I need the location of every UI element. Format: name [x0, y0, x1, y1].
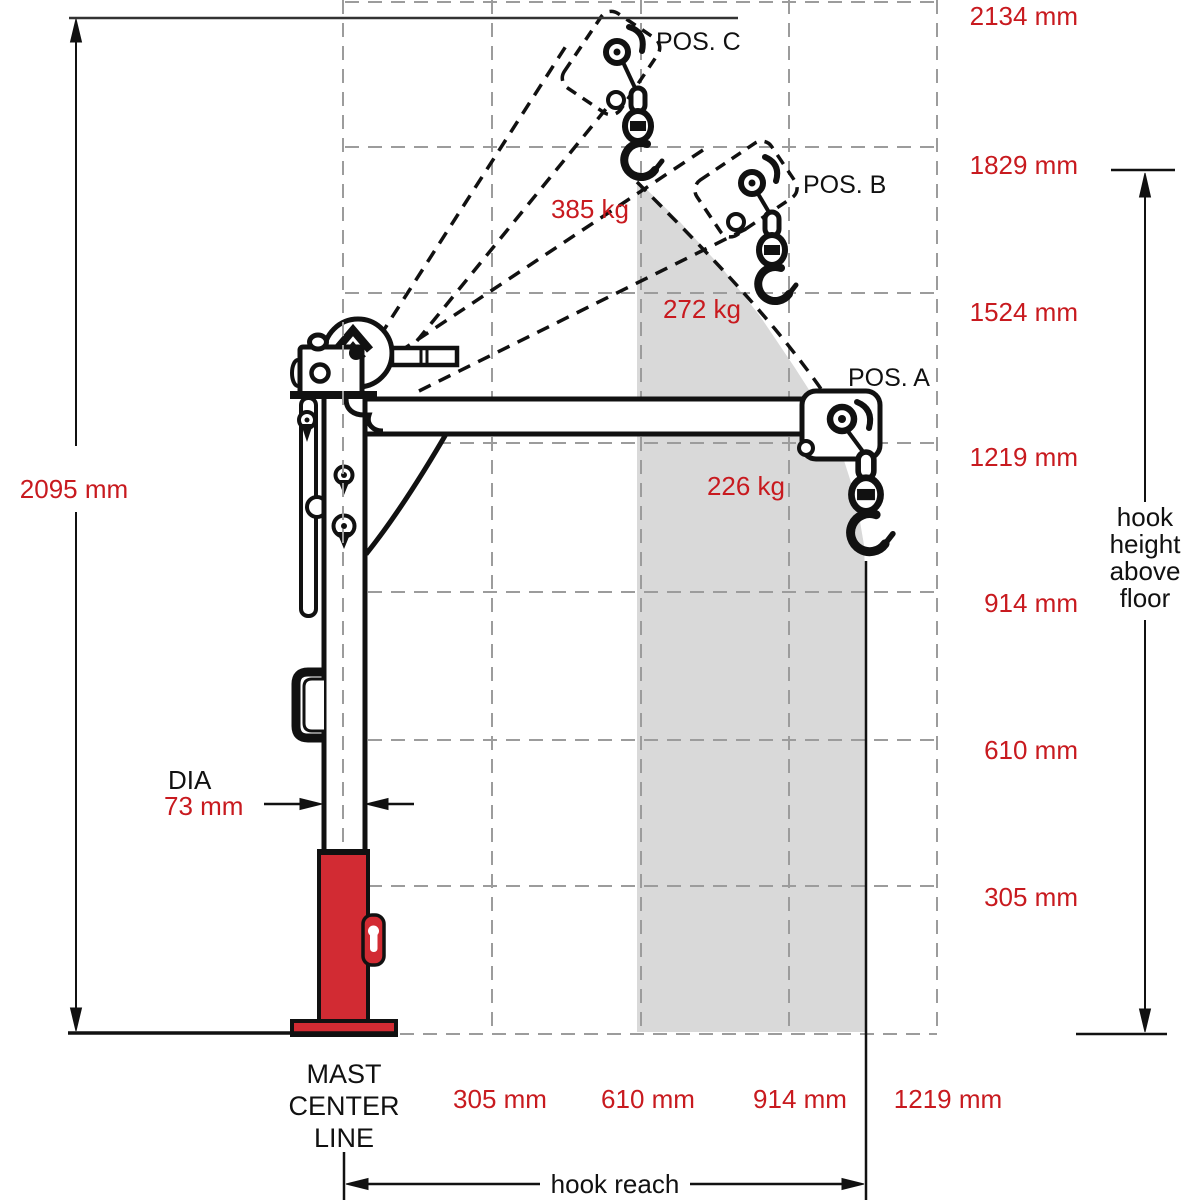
- dimension-lines: [68, 16, 1175, 1200]
- reach-label-1219: 1219 mm: [893, 1084, 1003, 1114]
- hook-reach-label: hook reach: [550, 1169, 680, 1199]
- reach-label-914: 914 mm: [753, 1084, 847, 1114]
- overall-height-label: 2095 mm: [19, 474, 129, 504]
- mast-center-line-label: MAST CENTER LINE: [288, 1059, 400, 1153]
- arrow-down-icon: [1138, 1008, 1152, 1033]
- arrow-down-icon: [69, 1007, 83, 1032]
- height-label-305: 305 mm: [984, 882, 1078, 912]
- hook-icon: [758, 212, 796, 301]
- height-label-1829: 1829 mm: [969, 150, 1078, 180]
- capacity-label-a: 226 kg: [706, 471, 786, 501]
- diameter-dimension: [264, 797, 414, 811]
- height-label-914: 914 mm: [984, 588, 1078, 618]
- winch-handle-shaft: [389, 345, 460, 368]
- arrow-right-icon: [841, 1177, 865, 1191]
- mast-grab-handle: [291, 667, 324, 743]
- boom-tip-pos-b: [693, 139, 802, 301]
- hook-travel-arc: [635, 180, 832, 403]
- diameter-value-label: 73 mm: [164, 791, 244, 821]
- boom-swing-dashed-lines: [378, 45, 832, 403]
- hook-height-dimension: [1076, 168, 1175, 1036]
- position-label-b: POS. B: [803, 171, 887, 199]
- hook-height-note: hook height above floor: [1109, 502, 1181, 613]
- hook-reach-dimension: [342, 1152, 865, 1200]
- arrow-up-icon: [1138, 172, 1152, 198]
- boom-tip-pos-c: [560, 9, 665, 177]
- boom: [334, 396, 810, 437]
- reference-grid: [345, 0, 938, 1035]
- boom-tip-pos-a: [797, 388, 893, 552]
- position-label-a: POS. A: [848, 364, 930, 392]
- position-label-c: POS. C: [656, 28, 741, 56]
- mast-base-red: [317, 851, 370, 1027]
- diameter-prefix-label: DIA: [168, 765, 212, 795]
- arrow-right-icon: [299, 797, 323, 811]
- arrow-left-icon: [345, 1177, 369, 1191]
- mast-gusset: [361, 426, 454, 556]
- bolt-icon: [297, 410, 317, 442]
- overall-height-dimension: [69, 18, 83, 1032]
- height-label-610: 610 mm: [984, 735, 1078, 765]
- arrow-up-icon: [69, 18, 83, 43]
- capacity-label-c: 385 kg: [550, 194, 630, 224]
- reach-label-610: 610 mm: [601, 1084, 695, 1114]
- arrow-left-icon: [365, 797, 389, 811]
- height-label-2134: 2134 mm: [969, 1, 1078, 31]
- reach-label-305: 305 mm: [453, 1084, 547, 1114]
- capacity-label-b: 272 kg: [662, 294, 742, 324]
- hook-icon: [624, 88, 662, 177]
- height-label-1219: 1219 mm: [969, 442, 1078, 472]
- height-label-1524: 1524 mm: [969, 297, 1078, 327]
